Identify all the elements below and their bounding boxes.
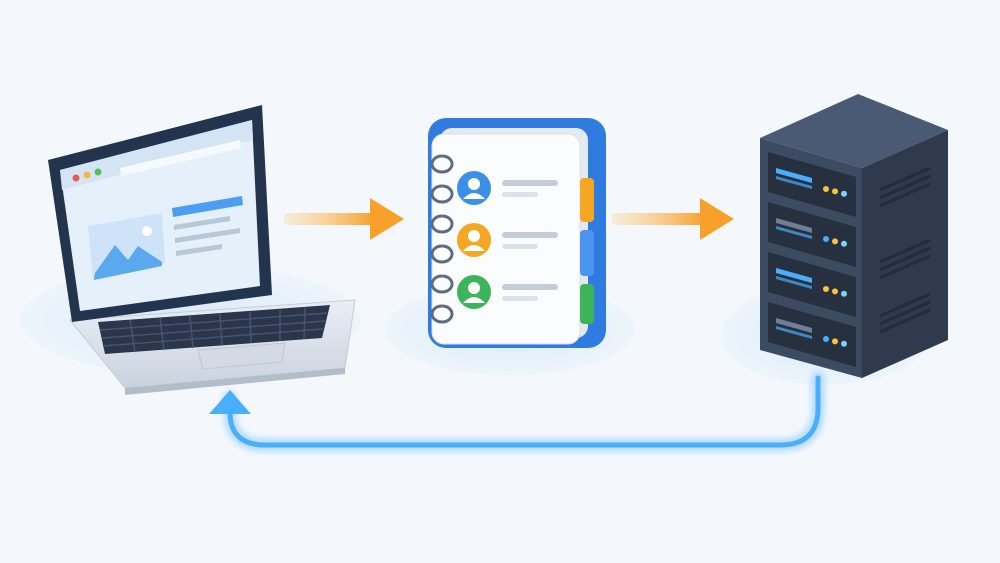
status-led [832, 238, 838, 245]
arrow-directory-to-server [612, 198, 734, 240]
status-led [841, 290, 847, 297]
server-unit [768, 252, 856, 317]
contact-detail-line [502, 192, 538, 197]
drive-bay-bar [776, 276, 812, 289]
server-side [862, 130, 948, 378]
server-unit-panel [768, 252, 856, 317]
contact-entry [457, 171, 558, 205]
avatar-head [468, 282, 480, 294]
status-led [823, 336, 829, 342]
laptop-icon [48, 105, 356, 395]
server-unit-panel [768, 152, 856, 217]
status-led [841, 190, 847, 197]
drive-bay-bar [776, 326, 812, 339]
arrow-server-to-client [209, 371, 825, 452]
avatar-head [468, 230, 480, 242]
side-vents [879, 166, 931, 334]
status-led [823, 186, 829, 192]
laptop-trackpad [197, 342, 286, 370]
window-dot-yellow [83, 171, 91, 179]
drive-bay-bar [776, 268, 812, 283]
avatar-head [468, 178, 480, 190]
server-unit [768, 302, 856, 367]
window-dot-red [72, 174, 80, 182]
contact-entry [457, 275, 558, 309]
book-tab-blue [580, 230, 594, 276]
server-unit [768, 152, 856, 217]
address-bar [120, 140, 241, 176]
server-unit [768, 202, 856, 267]
drive-bay-bar [776, 176, 812, 189]
contact-detail-line [502, 296, 538, 301]
drive-bay-bar [776, 218, 812, 233]
contact-name-line [502, 284, 558, 290]
avatar-body [463, 193, 485, 199]
drive-bay-bar [776, 168, 812, 183]
server-rack-icon [760, 94, 948, 378]
contact-name-line [502, 180, 558, 186]
status-led [832, 288, 838, 295]
spiral-binding [430, 154, 454, 324]
arrow-client-to-directory [284, 198, 404, 240]
return-arrowhead [209, 390, 251, 414]
window-dot-green [94, 168, 102, 176]
status-led [841, 340, 847, 347]
status-led [832, 338, 838, 345]
server-unit-panel [768, 202, 856, 267]
contact-entry [457, 223, 558, 257]
status-led [823, 236, 829, 242]
drive-bay-bar [776, 226, 812, 239]
status-led [823, 286, 829, 292]
book-tab-green [580, 284, 594, 324]
book-tab-orange [580, 178, 594, 222]
book-page [431, 133, 581, 345]
status-led [841, 240, 847, 247]
server-unit-panel [768, 302, 856, 367]
contact-detail-line [502, 244, 538, 249]
server-top [760, 94, 948, 168]
avatar-body [463, 245, 485, 251]
drive-bay-bar [776, 318, 812, 333]
avatar-body [463, 297, 485, 303]
status-led [832, 188, 838, 195]
address-book-icon [428, 118, 606, 348]
contact-name-line [502, 232, 558, 238]
